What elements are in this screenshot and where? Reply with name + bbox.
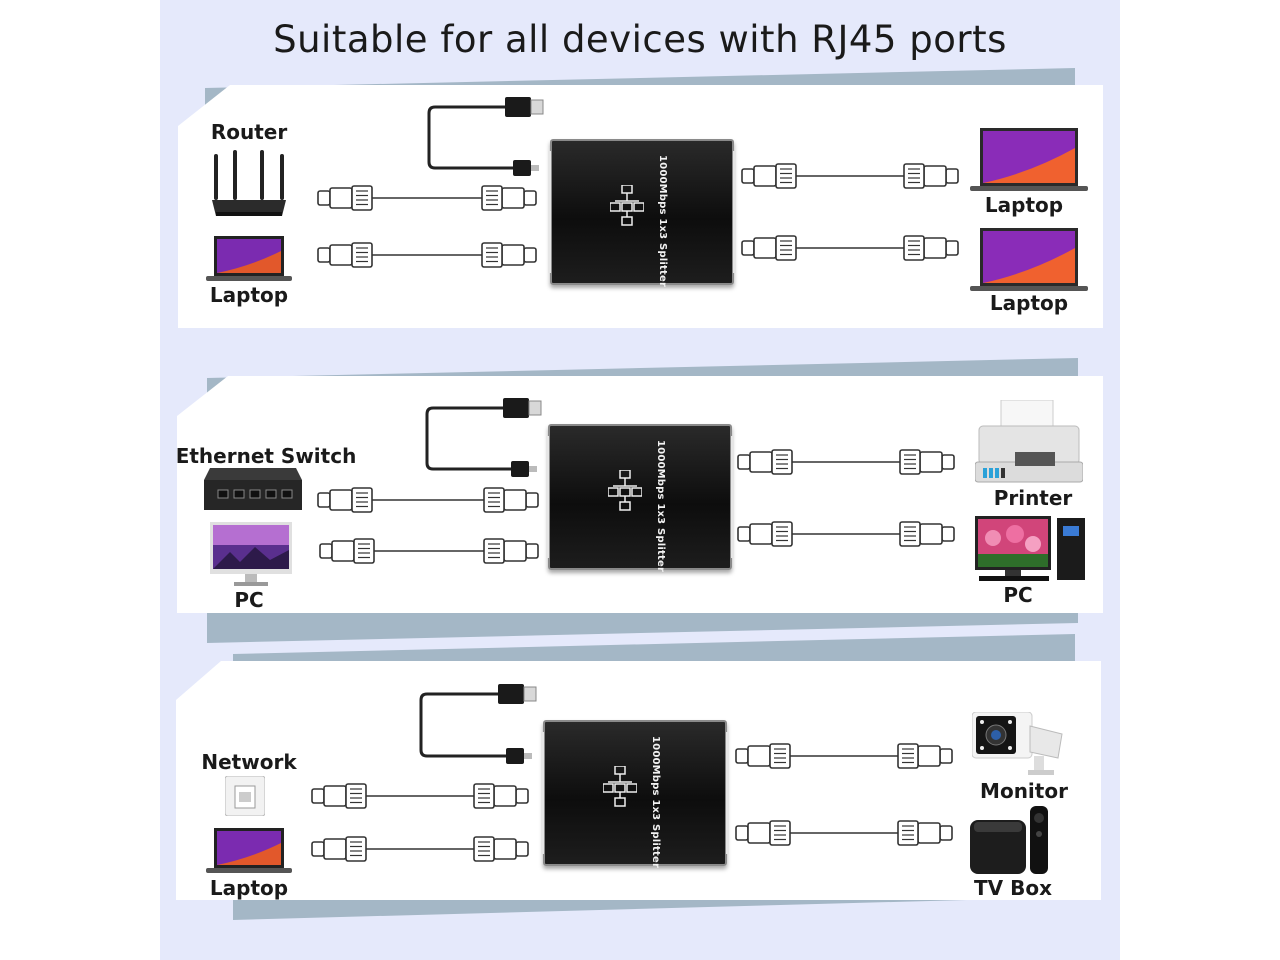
rj45-plug-icon bbox=[481, 185, 537, 211]
device-label: Laptop bbox=[209, 283, 289, 307]
rj45-plug-icon bbox=[317, 242, 373, 268]
rj45-plug-icon bbox=[483, 487, 539, 513]
rj45-plug-icon bbox=[897, 743, 953, 769]
device-label: Router bbox=[210, 120, 288, 144]
rj45-plug-icon bbox=[903, 235, 959, 261]
rj45-plug-icon bbox=[897, 820, 953, 846]
rj45-plug-icon bbox=[317, 487, 373, 513]
splitter-device: 1000Mbps 1x3 Splitter bbox=[546, 424, 734, 573]
device-label: Laptop bbox=[209, 876, 289, 900]
router-icon bbox=[212, 150, 286, 216]
tv-box-icon bbox=[970, 806, 1048, 874]
security-camera-icon bbox=[972, 712, 1063, 775]
splitter-label: 1000Mbps 1x3 Splitter bbox=[655, 440, 666, 573]
laptop-icon bbox=[970, 228, 1088, 291]
rj45-plug-icon bbox=[735, 743, 791, 769]
rj45-plug-icon bbox=[737, 449, 793, 475]
splitter-label: 1000Mbps 1x3 Splitter bbox=[657, 155, 668, 288]
network-topology-icon bbox=[610, 185, 644, 226]
rj45-plug-icon bbox=[473, 783, 529, 809]
rj45-plug-icon bbox=[903, 163, 959, 189]
rj45-plug-icon bbox=[311, 783, 367, 809]
splitter-device: 1000Mbps 1x3 Splitter bbox=[548, 139, 736, 288]
laptop-icon bbox=[970, 128, 1088, 191]
rj45-plug-icon bbox=[311, 836, 367, 862]
rj45-plug-icon bbox=[741, 235, 797, 261]
splitter-rail bbox=[546, 436, 549, 558]
device-label: PC bbox=[1003, 583, 1033, 607]
splitter-rail bbox=[726, 732, 729, 854]
device-label: PC bbox=[234, 588, 264, 612]
device-label: Ethernet Switch bbox=[175, 444, 357, 468]
device-label: Printer bbox=[993, 486, 1073, 510]
wall-socket-icon bbox=[225, 776, 265, 816]
usb-a-plug-icon bbox=[498, 684, 537, 704]
network-topology-icon bbox=[603, 766, 637, 807]
rj45-plug-icon bbox=[735, 820, 791, 846]
monitor-icon bbox=[210, 522, 292, 586]
splitter-rail bbox=[548, 151, 551, 273]
device-label: Monitor bbox=[980, 779, 1068, 803]
rj45-plug-icon bbox=[473, 836, 529, 862]
rj45-plug-icon bbox=[741, 163, 797, 189]
ethernet-switch-icon bbox=[204, 468, 302, 510]
laptop-icon bbox=[206, 236, 292, 281]
splitter-rail bbox=[731, 436, 734, 558]
rj45-plug-icon bbox=[899, 449, 955, 475]
printer-icon bbox=[975, 400, 1083, 483]
rj45-plug-icon bbox=[319, 538, 375, 564]
usb-a-plug-icon bbox=[503, 398, 542, 418]
rj45-plug-icon bbox=[483, 538, 539, 564]
device-label: TV Box bbox=[974, 876, 1052, 900]
splitter-label: 1000Mbps 1x3 Splitter bbox=[650, 736, 661, 869]
usb-c-plug-icon bbox=[511, 461, 537, 477]
rj45-plug-icon bbox=[481, 242, 537, 268]
splitter-device: 1000Mbps 1x3 Splitter bbox=[541, 720, 729, 869]
device-label: Laptop bbox=[984, 193, 1064, 217]
rj45-plug-icon bbox=[737, 521, 793, 547]
usb-cable bbox=[427, 105, 515, 170]
usb-a-plug-icon bbox=[505, 97, 544, 117]
usb-c-plug-icon bbox=[513, 160, 539, 176]
rj45-plug-icon bbox=[317, 185, 373, 211]
usb-c-plug-icon bbox=[506, 748, 532, 764]
laptop-icon bbox=[206, 828, 292, 873]
usb-cable bbox=[419, 692, 508, 758]
desktop-pc-icon bbox=[975, 516, 1085, 581]
network-topology-icon bbox=[608, 470, 642, 511]
rj45-plug-icon bbox=[899, 521, 955, 547]
device-label: Network bbox=[201, 750, 297, 774]
device-label: Laptop bbox=[989, 291, 1069, 315]
usb-cable bbox=[425, 406, 513, 471]
page-title: Suitable for all devices with RJ45 ports bbox=[273, 18, 1007, 61]
splitter-rail bbox=[541, 732, 544, 854]
splitter-rail bbox=[733, 151, 736, 273]
